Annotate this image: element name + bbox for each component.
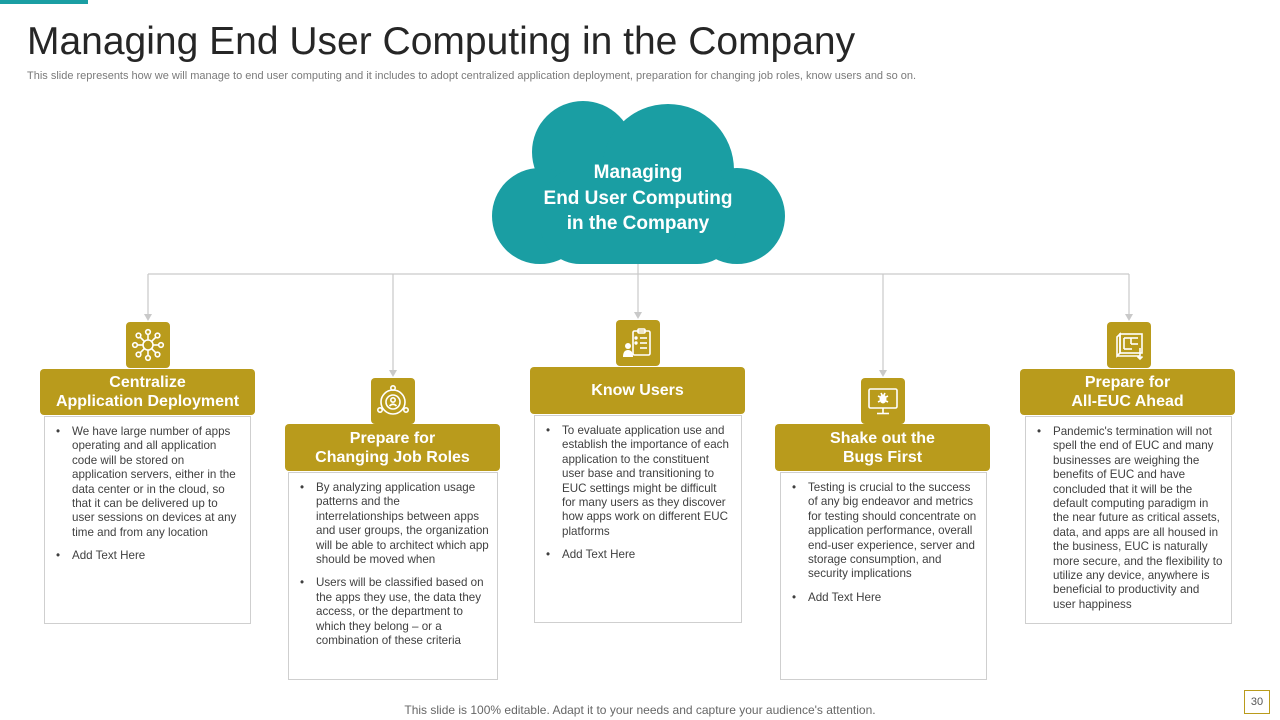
- page-subtitle: This slide represents how we will manage…: [27, 70, 917, 82]
- user-checklist-icon: [616, 320, 660, 366]
- header-line: Centralize: [109, 374, 186, 391]
- bullet-item: Testing is crucial to the success of any…: [789, 481, 978, 582]
- header-line: Application Deployment: [55, 393, 240, 410]
- bullet-item: We have large number of apps operating a…: [53, 425, 242, 540]
- footer-note: This slide is 100% editable. Adapt it to…: [404, 703, 876, 717]
- header-line: Bugs First: [842, 448, 923, 466]
- header-line: Changing Job Roles: [315, 448, 470, 466]
- bullet-item: By analyzing application usage patterns …: [297, 481, 489, 567]
- cloud-title-line-2: End User Computing: [543, 187, 733, 209]
- content-box-centralize: We have large number of apps operating a…: [44, 416, 251, 624]
- cloud-title-line-3: in the Company: [566, 213, 710, 234]
- bullet-item: Add Text Here: [543, 548, 733, 563]
- network-hub-icon: [126, 322, 170, 368]
- header-shake-out-bugs: Shake out the Bugs First: [775, 424, 990, 471]
- content-box-bugs: Testing is crucial to the success of any…: [780, 472, 987, 680]
- content-box-all-euc: Pandemic's termination will not spell th…: [1025, 416, 1232, 624]
- header-prepare-job-roles: Prepare for Changing Job Roles: [285, 424, 500, 471]
- top-accent-bar: [0, 0, 88, 4]
- target-person-icon: [371, 378, 415, 424]
- header-line: All-EUC Ahead: [1071, 393, 1184, 410]
- cloud-title-line-1: Managing: [593, 162, 683, 183]
- page-number: 30: [1244, 690, 1270, 714]
- bullet-item: Add Text Here: [789, 591, 978, 606]
- header-line: Know Users: [591, 382, 684, 399]
- content-box-job-roles: By analyzing application usage patterns …: [288, 472, 498, 680]
- bullet-item: Pandemic's termination will not spell th…: [1034, 425, 1223, 612]
- header-line: Prepare for: [1084, 374, 1171, 391]
- header-prepare-all-euc: Prepare for All-EUC Ahead: [1020, 369, 1235, 415]
- monitor-bug-icon: [861, 378, 905, 424]
- header-line: Prepare for: [349, 429, 436, 447]
- cloud-title: Managing End User Computing in the Compa…: [490, 160, 786, 237]
- page-title: Managing End User Computing in the Compa…: [27, 20, 856, 63]
- bullet-item: Users will be classified based on the ap…: [297, 576, 489, 648]
- content-box-know-users: To evaluate application use and establis…: [534, 415, 742, 623]
- cloud-shape: [492, 101, 785, 264]
- bullet-item: Add Text Here: [53, 549, 242, 564]
- bullet-item: To evaluate application use and establis…: [543, 424, 733, 539]
- blueprint-icon: [1107, 322, 1151, 368]
- header-know-users: Know Users: [530, 367, 745, 414]
- header-centralize-deployment: Centralize Application Deployment: [40, 369, 255, 415]
- header-line: Shake out the: [830, 429, 935, 447]
